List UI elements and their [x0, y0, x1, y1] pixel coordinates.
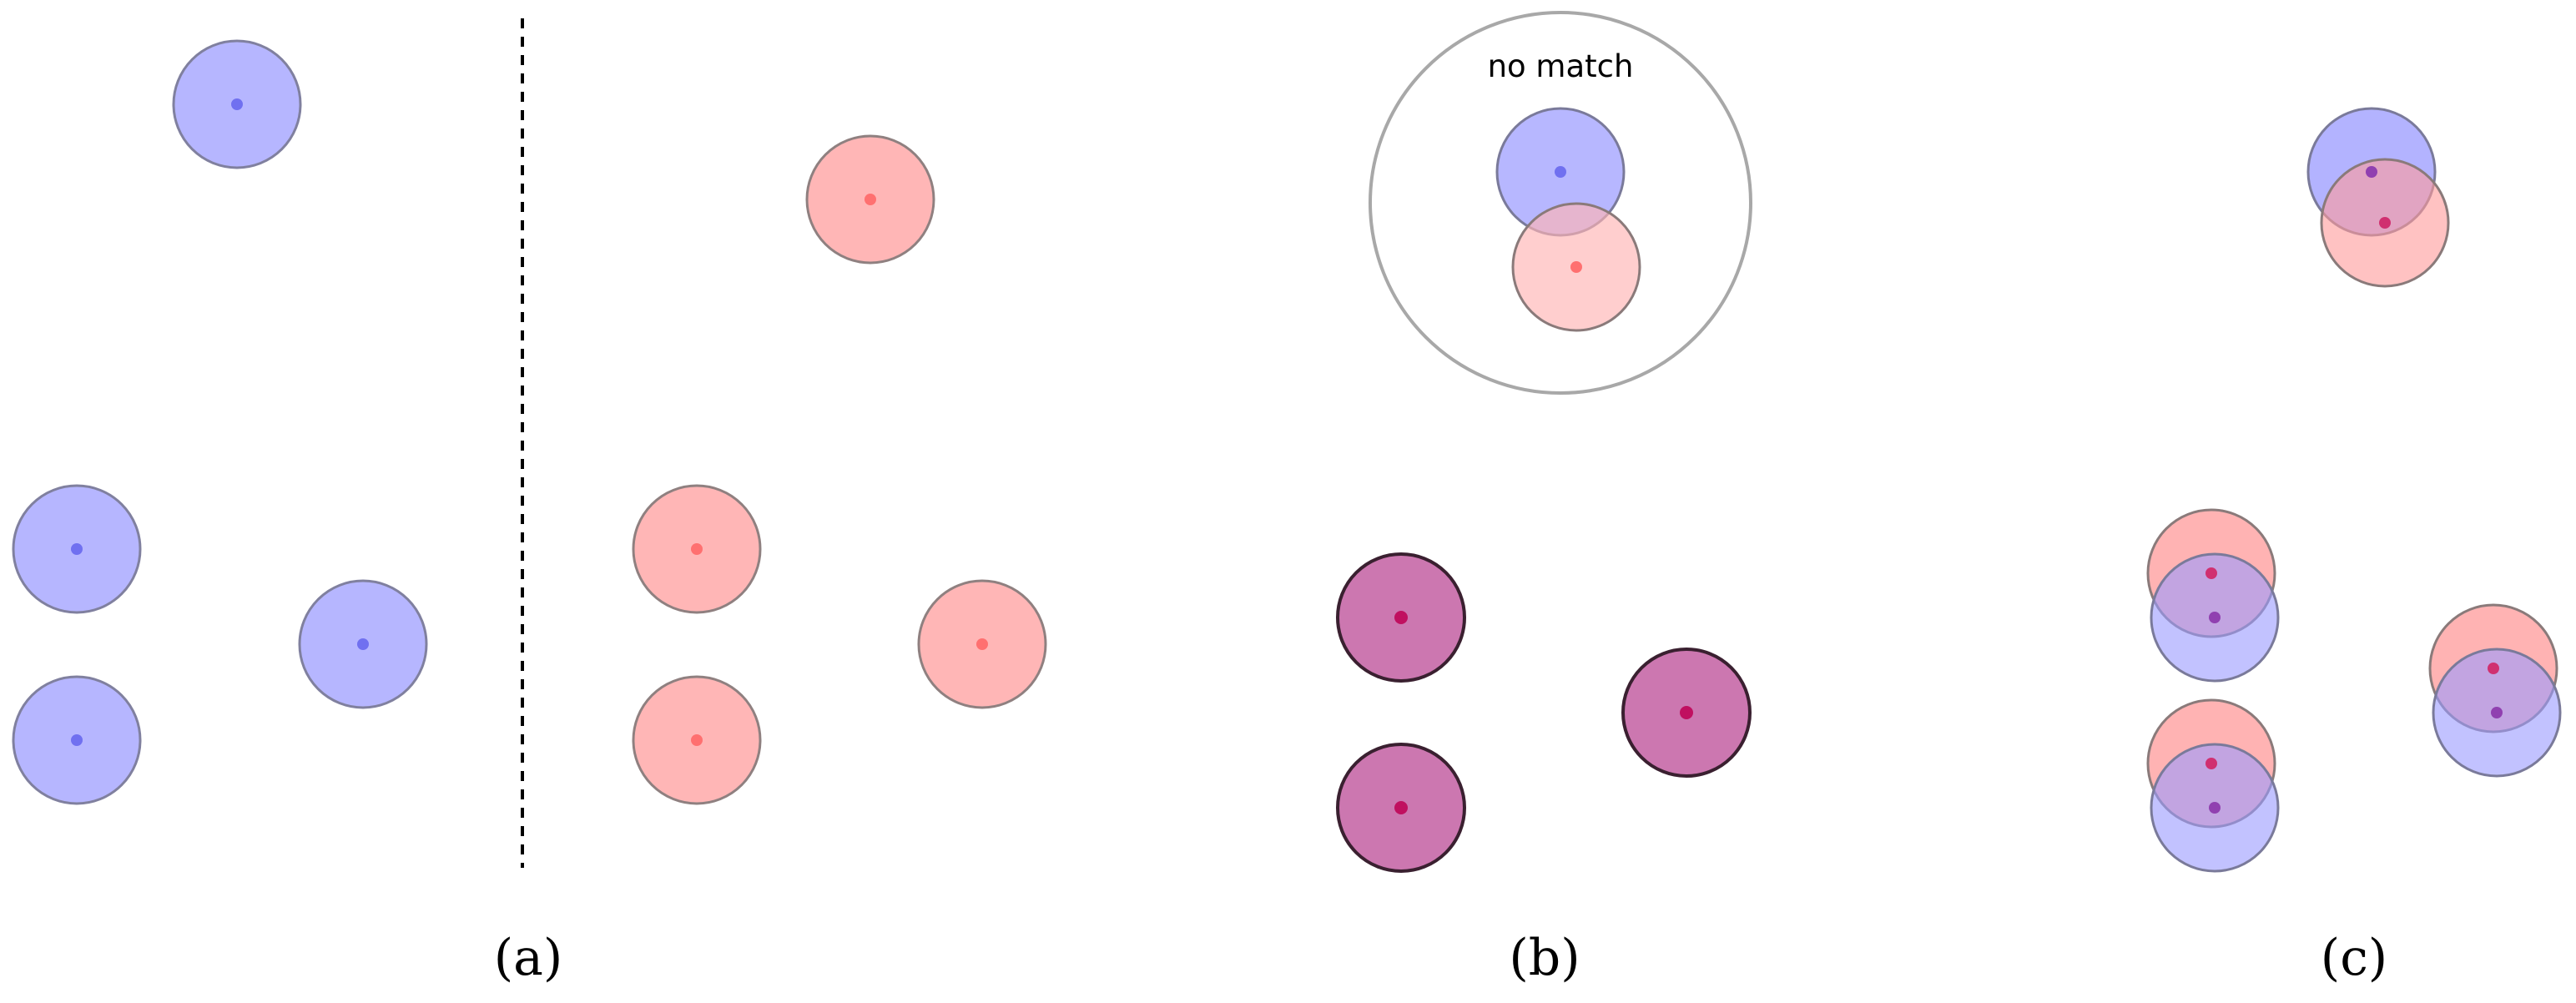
blue-circle: [12, 484, 142, 614]
matched-circle: [1621, 648, 1752, 778]
panel-b-matched-set: [1336, 552, 1752, 873]
red-dot: [2205, 758, 2217, 769]
blue-dot: [2209, 802, 2221, 814]
red-dot: [2488, 663, 2499, 674]
matched-circle: [1336, 743, 1466, 873]
panel-label-c: (c): [2321, 929, 2387, 987]
no-match-label: no match: [1488, 48, 1634, 84]
match-radius-ring: [1369, 11, 1752, 395]
blue-dot: [2491, 707, 2503, 718]
red-circle: [1511, 202, 1641, 332]
red-dot: [2379, 217, 2391, 229]
red-circle: [632, 675, 762, 805]
panel-b-no-match: no match: [1369, 11, 1752, 395]
blue-dot: [2366, 166, 2377, 178]
blue-circle: [12, 675, 142, 805]
red-circle: [632, 484, 762, 614]
blue-dot: [2209, 612, 2221, 623]
panel-c-offset-set: [2146, 107, 2562, 873]
panel-a-blue-set: [12, 39, 428, 805]
red-circle: [917, 579, 1047, 709]
red-dot: [2205, 567, 2217, 579]
panel-a-red-set: [632, 134, 1047, 805]
red-circle: [805, 134, 935, 265]
blue-circle: [172, 39, 302, 169]
matched-circle: [1336, 552, 1466, 683]
panel-label-a: (a): [494, 929, 563, 987]
blue-circle: [298, 579, 428, 709]
panel-label-b: (b): [1509, 929, 1580, 987]
